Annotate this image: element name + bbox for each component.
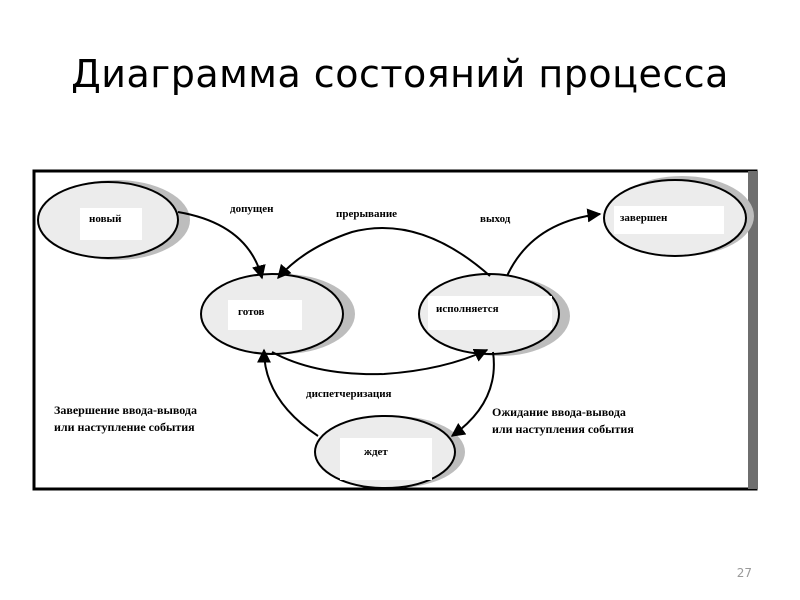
state-ready-label: готов bbox=[238, 306, 265, 318]
label-admitted: допущен bbox=[230, 203, 274, 215]
arrow-io-done bbox=[257, 348, 319, 437]
label-io-wait-line1: Ожидание ввода-вывода bbox=[492, 405, 626, 419]
page-number: 27 bbox=[736, 566, 752, 580]
state-new-label: новый bbox=[89, 213, 122, 225]
state-new: новый bbox=[37, 180, 190, 260]
arrow-exit bbox=[506, 208, 602, 277]
state-running-label: исполняется bbox=[436, 303, 499, 315]
slide-title: Диаграмма состояний процесса bbox=[71, 52, 729, 96]
state-terminated: завершен bbox=[603, 176, 754, 257]
label-interrupt: прерывание bbox=[336, 208, 397, 220]
state-ready: готов bbox=[200, 273, 355, 355]
arrow-dispatch bbox=[271, 348, 489, 376]
label-io-done-line2: или наступление события bbox=[54, 420, 195, 434]
state-waiting-label: ждет bbox=[364, 446, 388, 458]
state-terminated-label: завершен bbox=[620, 212, 668, 224]
arrow-io-wait bbox=[450, 351, 495, 437]
state-waiting: ждет bbox=[314, 415, 465, 489]
state-running: исполняется bbox=[418, 273, 570, 356]
label-dispatch: диспетчеризация bbox=[306, 388, 392, 400]
arrow-admitted bbox=[177, 211, 266, 280]
label-io-wait-line2: или наступления события bbox=[492, 422, 634, 436]
label-exit: выход bbox=[480, 213, 511, 225]
label-io-done-line1: Завершение ввода-вывода bbox=[54, 403, 197, 417]
arrow-interrupt bbox=[277, 226, 491, 280]
